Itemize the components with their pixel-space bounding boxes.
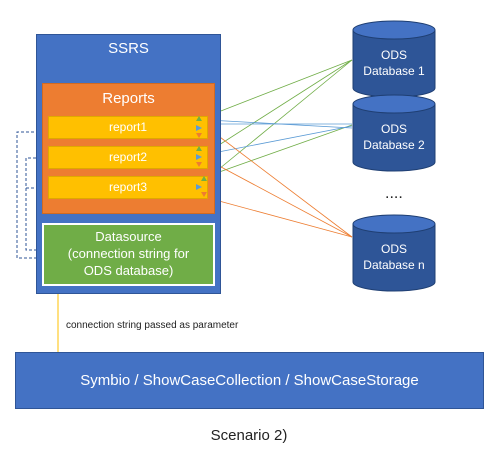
marker-r1-green	[196, 116, 202, 121]
marker-r3-green	[201, 176, 207, 181]
link-report2-dbn	[207, 159, 353, 238]
database-n-line-2: Database n	[363, 258, 425, 272]
marker-r2-orange	[196, 162, 202, 167]
datasource-line-3: ODS database)	[83, 263, 174, 278]
database-2-line-1: ODS	[380, 122, 407, 136]
database-cylinder-icon	[352, 20, 436, 98]
scenario-caption: Scenario 2)	[210, 427, 288, 444]
marker-r2-blue	[196, 154, 202, 160]
symbio-bar[interactable]: Symbio / ShowCaseCollection / ShowCaseSt…	[15, 352, 484, 409]
ssrs-title: SSRS	[108, 40, 149, 57]
database-n-line-1: ODS	[380, 242, 407, 256]
marker-r1-orange	[196, 133, 202, 138]
datasource-link-inner	[25, 157, 48, 251]
datasource-box[interactable]: Datasource (connection string for ODS da…	[42, 223, 215, 286]
link-report2-db1	[207, 59, 353, 153]
marker-r2-green	[196, 146, 202, 151]
link-report1-dbn	[207, 127, 353, 238]
database-1-line-1: ODS	[380, 48, 407, 62]
database-1[interactable]: ODS Database 1	[352, 20, 436, 98]
database-1-line-2: Database 1	[363, 64, 425, 78]
database-n[interactable]: ODS Database n	[352, 214, 436, 292]
parameter-note: connection string passed as parameter	[66, 320, 239, 331]
link-report3-dbn	[207, 197, 353, 238]
link-report3-db2	[207, 124, 353, 177]
link-report2-db2	[207, 125, 353, 155]
link-report1-db2b	[207, 119, 353, 129]
marker-r3-orange	[201, 192, 207, 197]
link-report1-db1	[207, 59, 353, 117]
report-item-3[interactable]: report3	[48, 176, 208, 199]
database-2[interactable]: ODS Database 2	[352, 94, 436, 172]
datasource-line-2: (connection string for	[67, 246, 190, 261]
datasource-line-1: Datasource	[95, 229, 162, 244]
database-cylinder-icon	[352, 214, 436, 292]
report-item-1[interactable]: report1	[48, 116, 208, 139]
database-2-line-2: Database 2	[363, 138, 425, 152]
marker-r3-blue	[196, 184, 202, 190]
link-report3-db1	[207, 59, 353, 179]
datasource-link-outer	[16, 131, 48, 259]
database-cylinder-icon	[352, 94, 436, 172]
report-item-2[interactable]: report2	[48, 146, 208, 169]
marker-r1-blue	[196, 125, 202, 131]
more-databases-ellipsis: ....	[385, 185, 403, 202]
reports-title: Reports	[102, 90, 155, 107]
